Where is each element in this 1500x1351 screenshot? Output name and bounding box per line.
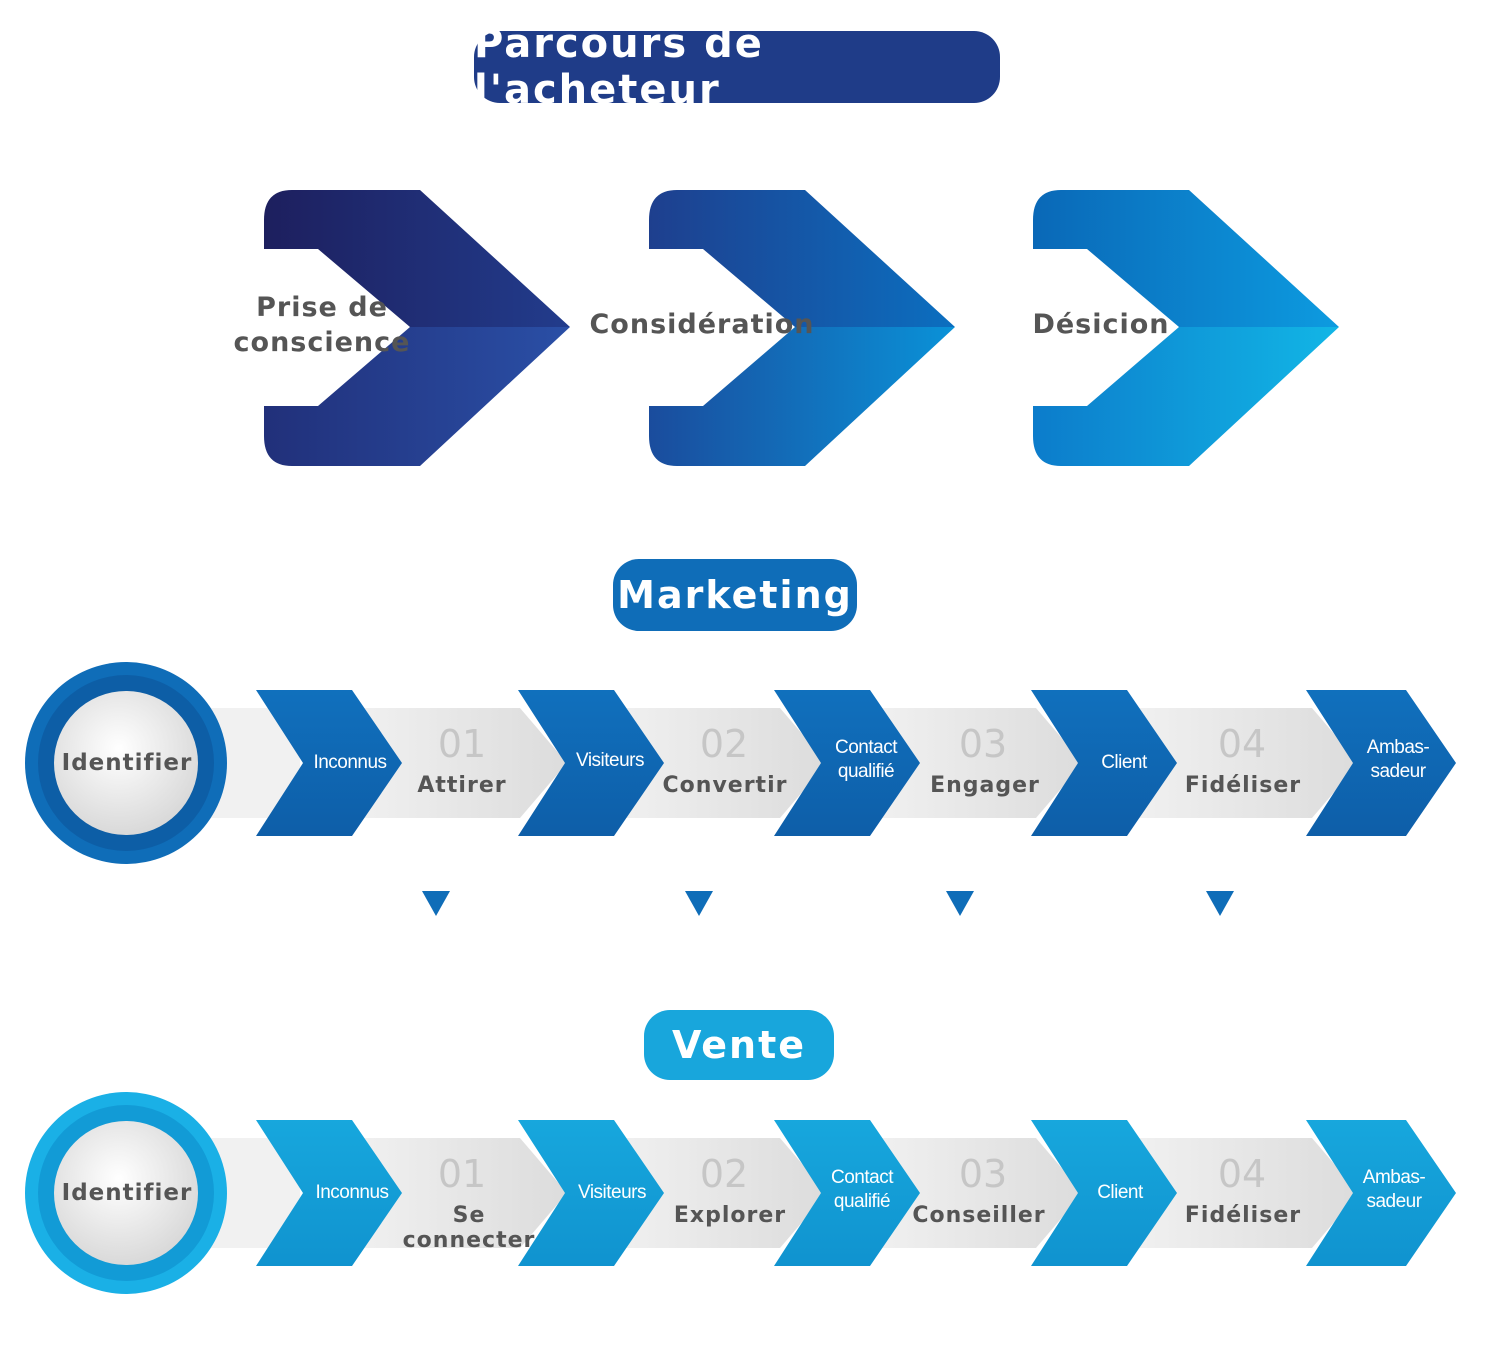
marketing-flow-graphic [25, 662, 1456, 864]
marketing-step-label: Attirer [417, 773, 507, 798]
marketing-chevron-client: Client [1101, 752, 1147, 773]
marketing-heading: Marketing [613, 559, 857, 631]
stage-consideration-chevron [649, 190, 955, 466]
marketing-step-number: 02 [699, 722, 749, 766]
stage-decision-chevron [1033, 190, 1339, 466]
vente-heading: Vente [644, 1010, 834, 1080]
stage-consideration: Considération [589, 190, 957, 468]
down-arrow-icon [422, 891, 450, 916]
down-arrow-icon [946, 891, 974, 916]
vente-step-number: 02 [699, 1152, 749, 1196]
marketing-start-label: Identifier [61, 750, 193, 776]
marketing-step-label: Fidéliser [1184, 773, 1302, 798]
vente-step-number: 01 [437, 1152, 487, 1196]
vente-chevron-client: Client [1097, 1182, 1143, 1203]
vente-step-label: Explorer [673, 1203, 787, 1228]
marketing-step-label: Convertir [662, 773, 788, 798]
vente-step-label: Se connecter [402, 1203, 536, 1253]
page-title: Parcours de l'acheteur [474, 21, 1000, 113]
down-arrow-icon [685, 891, 713, 916]
marketing-step-number: 04 [1217, 722, 1267, 766]
vente-flow-graphic [25, 1092, 1456, 1294]
stage-decision: Désicion [1031, 190, 1341, 468]
vente-step-number: 03 [958, 1152, 1008, 1196]
vente-step-label: Fidéliser [1184, 1203, 1302, 1228]
vente-chevron-unknown: Inconnus [315, 1182, 389, 1203]
stage-decision-label: Désicion [1032, 309, 1170, 340]
stage-consideration-label: Considération [589, 309, 815, 340]
vente-step-number: 04 [1217, 1152, 1267, 1196]
vente-chevron-visitors: Visiteurs [577, 1182, 647, 1203]
vente-start-label: Identifier [61, 1180, 193, 1206]
marketing-step-label: Engager [930, 773, 1040, 798]
down-arrow-icon [1206, 891, 1234, 916]
marketing-chevron-visitors: Visiteurs [575, 750, 645, 771]
vente-chevron-ambassador: Ambas-sadeur [1362, 1167, 1426, 1212]
marketing-chevron-ambassador: Ambas-sadeur [1366, 737, 1430, 782]
stage-awareness-chevron [264, 190, 570, 466]
vente-step-label: Conseiller [912, 1203, 1046, 1228]
marketing-chevron-unknown: Inconnus [313, 752, 387, 773]
marketing-step-number: 03 [958, 722, 1008, 766]
marketing-step-number: 01 [437, 722, 487, 766]
